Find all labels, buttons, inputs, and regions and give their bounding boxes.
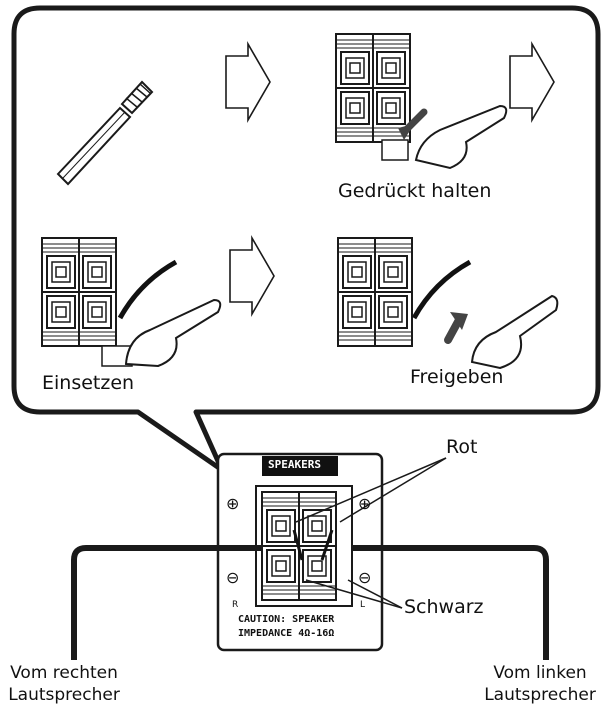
stripped-wire-illustration [56, 80, 154, 186]
plus-symbol-right: ⊕ [358, 494, 372, 513]
minus-symbol-left: ⊖ [226, 568, 240, 587]
right-channel-mark: R [232, 600, 239, 610]
wire-label-red: Rot [446, 436, 478, 458]
step-label-release: Freigeben [410, 366, 504, 388]
left-channel-mark: L [360, 600, 366, 610]
panel-header: SPEAKERS [268, 458, 321, 471]
plus-symbol-left: ⊕ [226, 494, 240, 513]
source-left-line2: Lautsprecher [484, 685, 596, 705]
step-label-press-hold: Gedrückt halten [338, 180, 492, 202]
step-label-insert: Einsetzen [42, 372, 135, 394]
terminal-insert-illustration [41, 237, 222, 368]
terminal-press-illustration [335, 33, 508, 170]
terminal-release-illustration [337, 237, 559, 370]
minus-symbol-right: ⊖ [358, 568, 372, 587]
caution-text-line1: CAUTION: SPEAKER [238, 614, 335, 625]
wire-label-black: Schwarz [404, 596, 484, 618]
label-pointer-lines [295, 457, 447, 609]
source-label-left-speaker: Vom linken Lautsprecher [468, 662, 612, 706]
source-label-right-speaker: Vom rechten Lautsprecher [0, 662, 134, 706]
source-right-line1: Vom rechten [10, 663, 118, 683]
source-right-line2: Lautsprecher [8, 685, 120, 705]
source-left-line1: Vom linken [493, 663, 587, 683]
speaker-cables [71, 545, 549, 660]
caution-text-line2: IMPEDANCE 4Ω-16Ω [238, 628, 335, 639]
